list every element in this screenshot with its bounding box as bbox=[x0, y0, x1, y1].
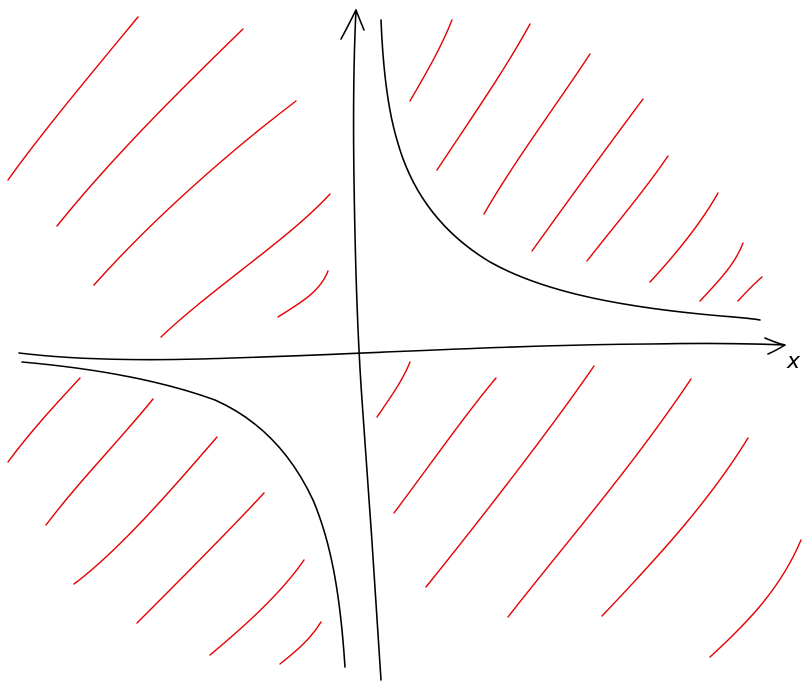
hatching-bottom-right bbox=[376, 361, 802, 658]
x-axis-line bbox=[18, 342, 786, 361]
x-axis-label: x bbox=[786, 349, 801, 374]
hatch-line bbox=[586, 155, 669, 262]
hatch-line bbox=[507, 378, 692, 618]
x-axis-arrowhead bbox=[764, 337, 786, 355]
hyperbola-curves bbox=[21, 19, 761, 668]
hatch-line bbox=[7, 377, 81, 463]
hyperbola-branch-lower-left bbox=[21, 361, 346, 668]
hatch-line bbox=[160, 193, 331, 338]
hyperbola-branch-upper-right bbox=[380, 19, 761, 321]
hatch-line bbox=[436, 23, 531, 171]
hatch-line bbox=[279, 621, 322, 665]
hatch-line bbox=[136, 492, 265, 624]
hatch-line bbox=[376, 361, 411, 418]
hatch-line bbox=[93, 100, 297, 286]
hatch-line bbox=[7, 16, 139, 181]
hatch-line bbox=[709, 539, 802, 658]
y-axis-arrowhead bbox=[340, 9, 365, 40]
hatch-line bbox=[649, 192, 719, 283]
hatch-line bbox=[73, 436, 218, 585]
hatch-line bbox=[483, 53, 591, 215]
hatch-line bbox=[699, 242, 744, 302]
hatch-line bbox=[393, 377, 497, 514]
hatch-line bbox=[45, 398, 154, 526]
hatch-line bbox=[737, 276, 763, 302]
coordinate-axes bbox=[18, 9, 786, 681]
hatch-line bbox=[425, 365, 595, 588]
hatch-line bbox=[209, 559, 305, 656]
hatch-line bbox=[409, 19, 453, 102]
shaded-regions-hatching bbox=[7, 16, 802, 665]
y-axis-line bbox=[352, 9, 382, 681]
hatch-line bbox=[56, 28, 244, 227]
hatch-line bbox=[601, 437, 749, 617]
hatching-top-right bbox=[409, 19, 763, 302]
hatch-line bbox=[277, 270, 329, 318]
hatching-top-left bbox=[7, 16, 331, 338]
hatch-line bbox=[531, 98, 644, 252]
hatching-bottom-left bbox=[7, 377, 322, 665]
